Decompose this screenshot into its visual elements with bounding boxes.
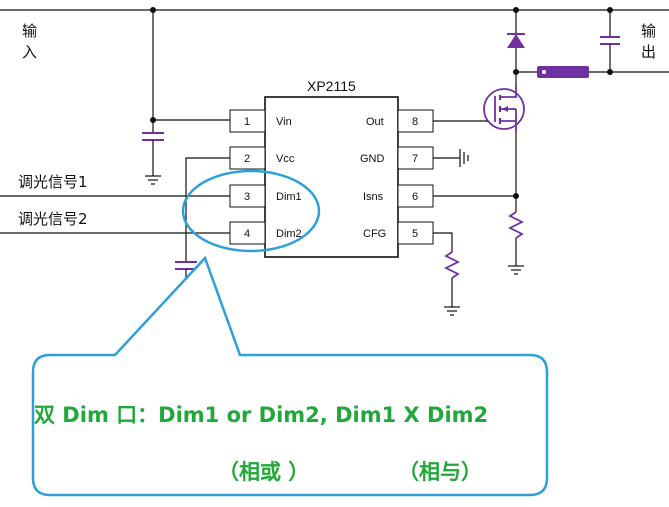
pin-4-number: 4 <box>244 228 250 240</box>
pin-5-number: 5 <box>412 228 418 240</box>
output-label-1: 输 <box>641 22 656 40</box>
dim-highlight-ellipse <box>181 169 321 253</box>
output-capacitor <box>600 10 620 72</box>
pin-6-number: 6 <box>412 191 418 203</box>
dim-signal-2-label: 调光信号2 <box>18 210 88 228</box>
cfg-resistor <box>433 232 461 316</box>
pin-dim1-name: Dim1 <box>276 191 302 203</box>
callout-or-label: （相或 ） <box>218 460 309 484</box>
pin-gnd-name: GND <box>360 153 385 165</box>
input-label-2: 入 <box>22 43 37 61</box>
pin-7-number: 7 <box>412 153 418 165</box>
sense-resistor <box>507 196 525 275</box>
xp2115-chip: XP2115 1 2 3 4 8 7 6 5 Vin Vcc Dim1 Dim2… <box>229 78 434 258</box>
chip-title: XP2115 <box>307 78 356 94</box>
pin-2-number: 2 <box>244 153 250 165</box>
callout-and-label: （相与） <box>398 460 482 484</box>
dim-signal-1-label: 调光信号1 <box>18 173 88 191</box>
input-label-1: 输 <box>22 22 37 40</box>
pin-cfg-name: CFG <box>363 228 386 240</box>
callout-line-1: 双 Dim 口：Dim1 or Dim2, Dim1 X Dim2 <box>34 403 488 427</box>
pin-vcc-name: Vcc <box>276 153 295 165</box>
led-load <box>537 66 589 78</box>
pin-dim2-name: Dim2 <box>276 228 302 240</box>
callout-box <box>31 255 549 497</box>
top-rail <box>0 7 669 75</box>
diode-icon <box>507 10 525 86</box>
vin-capacitor <box>142 10 230 185</box>
pin-1-number: 1 <box>244 116 250 128</box>
pin-vin-name: Vin <box>276 116 292 128</box>
pin-out-name: Out <box>366 116 384 128</box>
gnd-symbol <box>433 149 469 167</box>
pin-3-number: 3 <box>244 191 250 203</box>
mosfet-icon <box>483 86 525 196</box>
pin-8-number: 8 <box>412 116 418 128</box>
pin-isns-name: Isns <box>363 191 384 203</box>
output-label-2: 出 <box>641 43 656 61</box>
